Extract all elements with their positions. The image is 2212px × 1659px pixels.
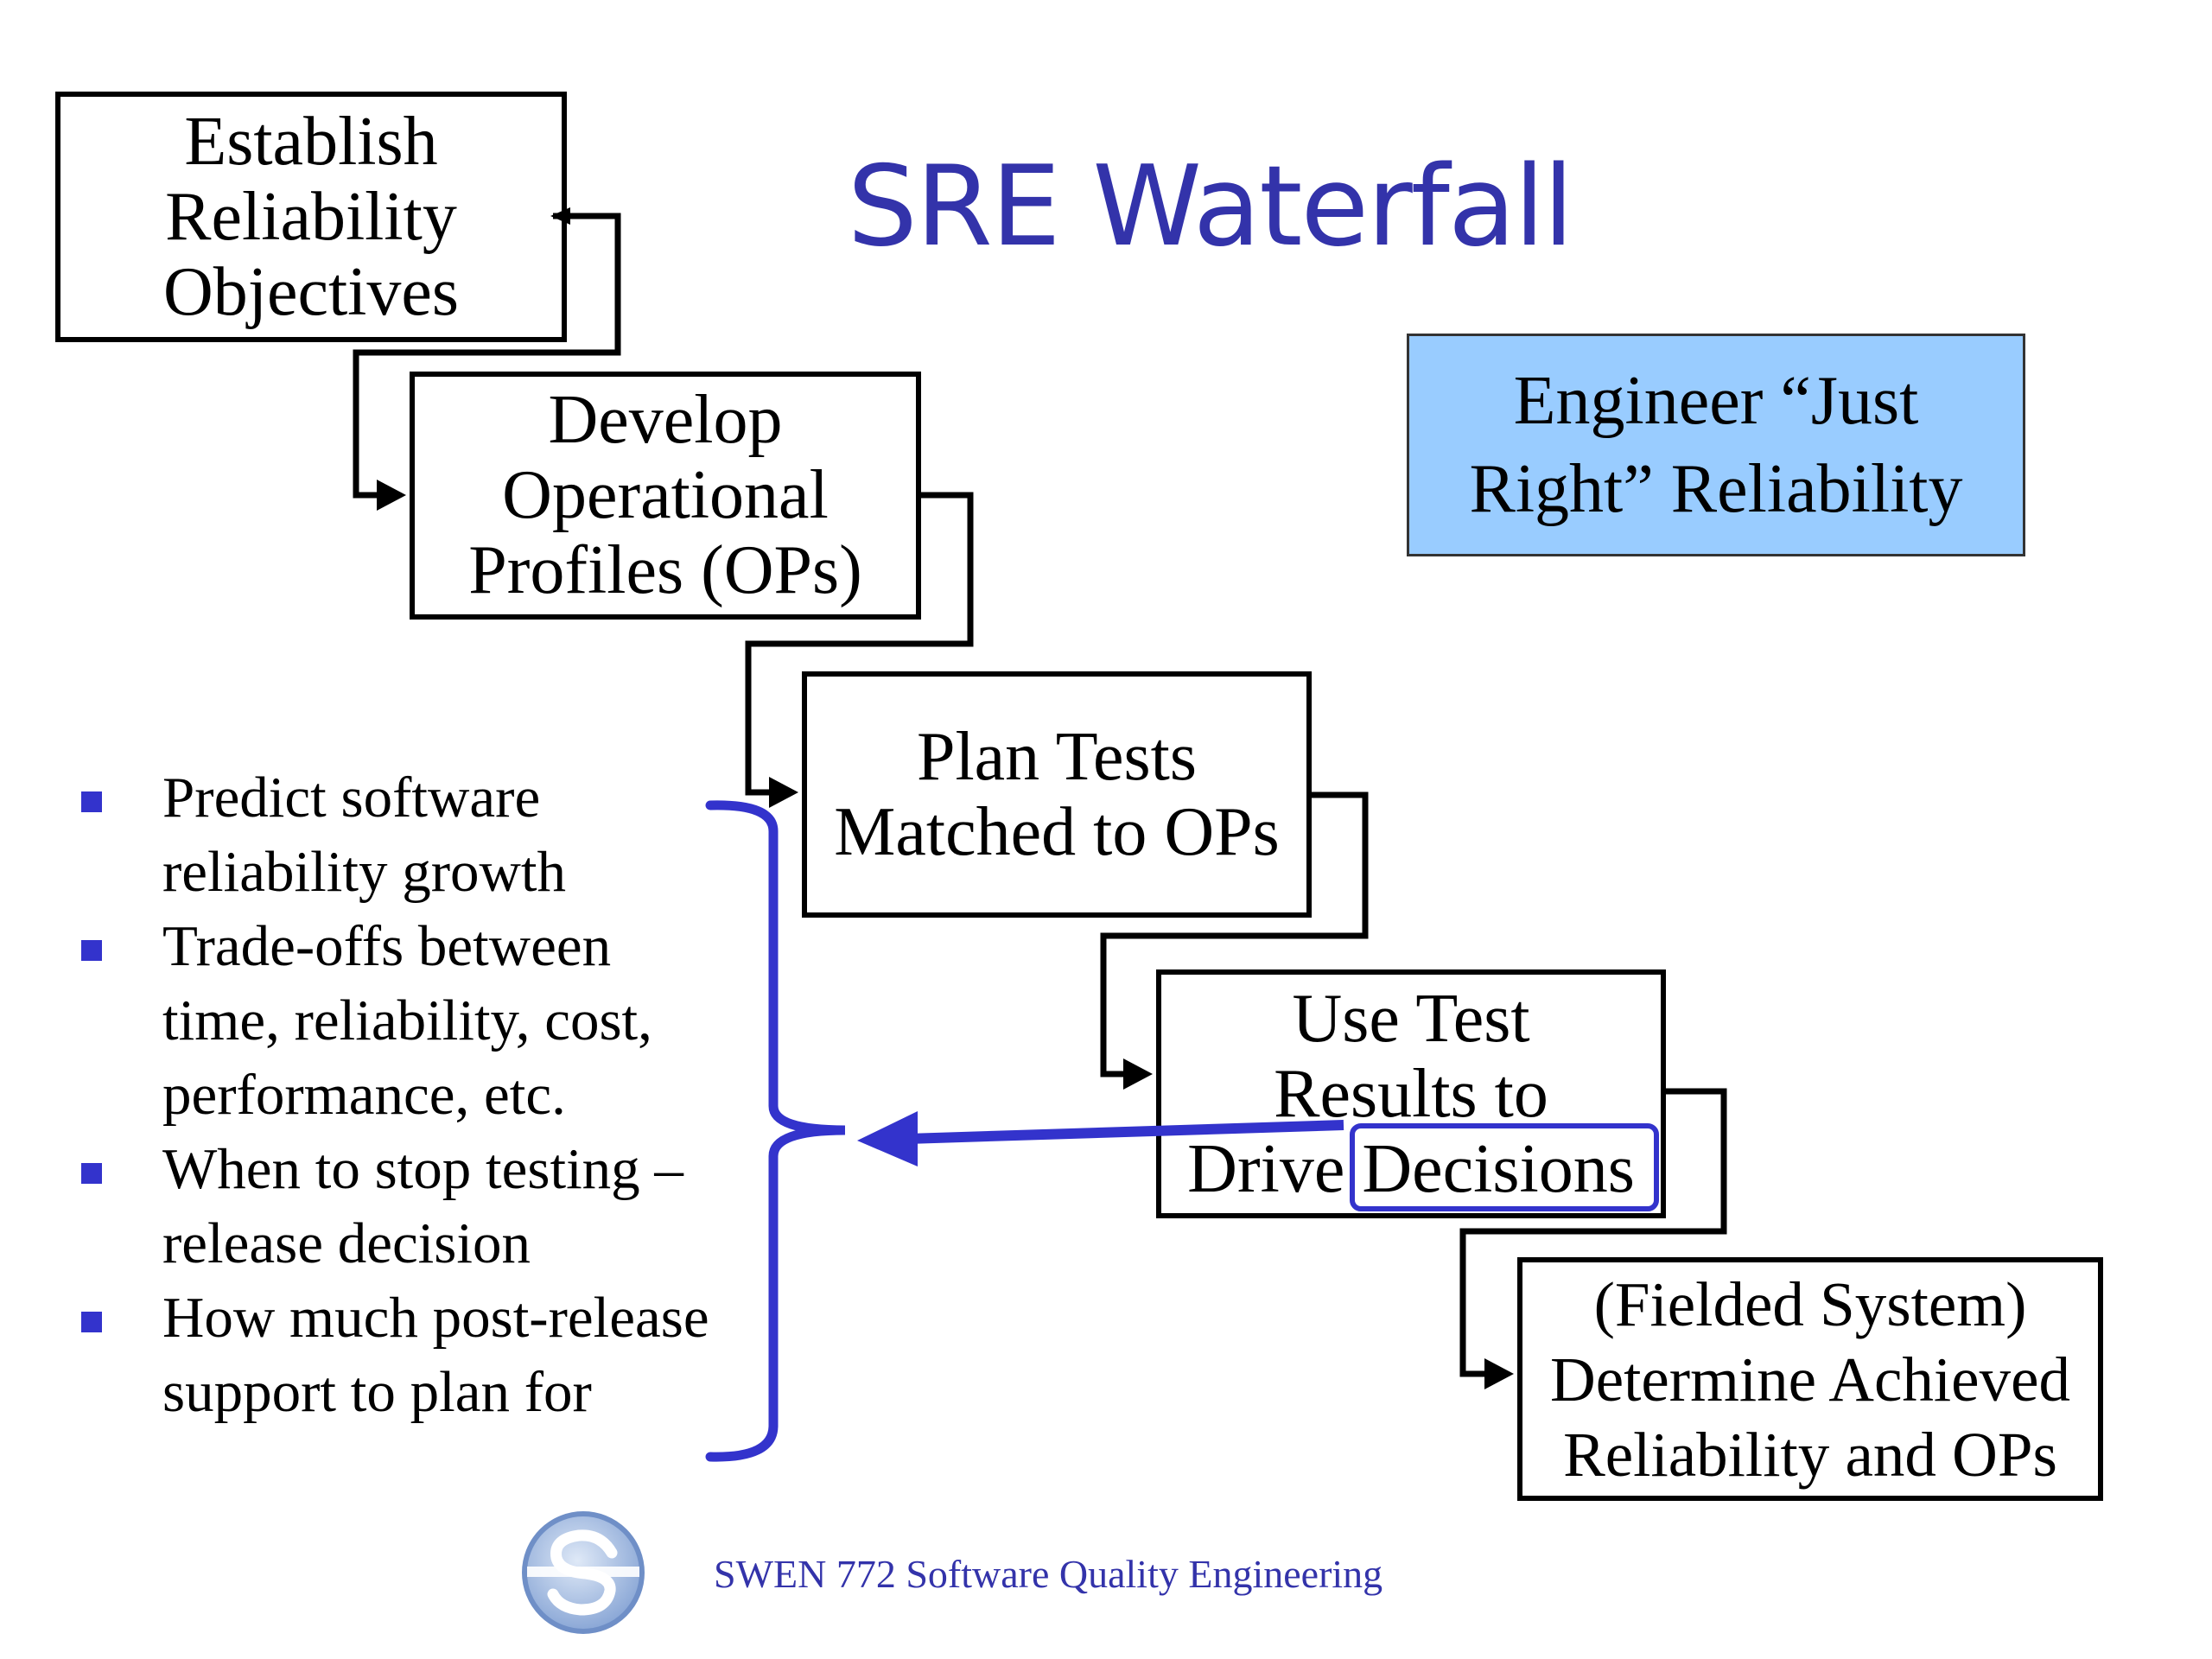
step-develop-profiles: Develop Operational Profiles (OPs) — [410, 372, 921, 620]
connector-arrow-1 — [353, 213, 621, 499]
swen-logo-icon — [522, 1511, 645, 1634]
bullet-square-icon — [81, 1312, 102, 1332]
bullet-line: performance, etc. — [162, 1063, 566, 1127]
bullet-line: Trade-offs between — [162, 914, 612, 978]
step-establish-objectives: Establish Reliability Objectives — [55, 92, 567, 342]
bullet-line: release decision — [162, 1211, 531, 1275]
list-item: When to stop testing – release decision — [69, 1132, 760, 1281]
list-item: Predict software reliability growth — [69, 760, 760, 909]
step-line: Profiles (OPs) — [468, 532, 862, 608]
feedback-arrow — [906, 1120, 1344, 1144]
step-line: Drive Decisions — [1187, 1130, 1635, 1207]
bullet-square-icon — [81, 1163, 102, 1184]
arrowhead-3 — [1123, 1058, 1153, 1090]
step-line: Establish — [184, 103, 438, 180]
connector-arrow-3 — [1100, 791, 1369, 1077]
list-item: Trade-offs between time, reliability, co… — [69, 909, 760, 1132]
bullet-line: When to stop testing – — [162, 1137, 683, 1201]
callout-line: Right” Reliability — [1469, 451, 1963, 527]
step-line: Develop — [548, 382, 783, 458]
list-item: How much post-release support to plan fo… — [69, 1281, 760, 1429]
bullet-line: reliability growth — [162, 840, 567, 904]
bullet-line: time, reliability, cost, — [162, 988, 652, 1052]
arrowhead-1 — [377, 480, 406, 511]
arrowhead-4 — [1484, 1358, 1514, 1389]
step-line: Objectives — [162, 253, 460, 330]
connector-arrow-2 — [745, 492, 974, 796]
step-line: Reliability and OPs — [1563, 1419, 2057, 1490]
footer-course-title: SWEN 772 Software Quality Engineering — [714, 1552, 1383, 1596]
bullet-line: support to plan for — [162, 1360, 592, 1424]
slide-title: SRE Waterfall — [847, 143, 1574, 271]
step-line: Determine Achieved — [1549, 1344, 2070, 1414]
arrowhead-2 — [769, 777, 798, 808]
decisions-highlight — [1350, 1123, 1659, 1211]
feedback-arrowhead — [857, 1111, 918, 1166]
callout-line: Engineer “Just — [1513, 363, 1919, 439]
arrowhead-start-1 — [550, 207, 570, 225]
curly-brace — [705, 800, 846, 1462]
step-line: Plan Tests — [916, 718, 1198, 795]
step-plan-tests: Plan Tests Matched to OPs — [802, 671, 1312, 918]
step-line: Matched to OPs — [834, 793, 1280, 870]
bullet-line: Predict software — [162, 766, 541, 830]
step-line: Operational — [502, 457, 829, 533]
step-line: Reliability — [165, 178, 457, 255]
step-fielded-system: (Fielded System) Determine Achieved Reli… — [1517, 1257, 2103, 1501]
callout-just-right-reliability: Engineer “Just Right” Reliability — [1407, 334, 2025, 556]
step-line: Results to — [1274, 1055, 1548, 1132]
decision-bullet-list: Predict software reliability growth Trad… — [69, 760, 760, 1429]
bullet-square-icon — [81, 940, 102, 961]
step-line: (Fielded System) — [1593, 1268, 2027, 1339]
bullet-line: How much post-release — [162, 1286, 709, 1350]
step-line: Use Test — [1292, 980, 1530, 1057]
step-use-test-results: Use Test Results to Drive Decisions — [1156, 969, 1666, 1218]
bullet-square-icon — [81, 791, 102, 812]
waterfall-connectors — [353, 207, 1727, 1389]
connector-arrow-4 — [1459, 1088, 1727, 1377]
